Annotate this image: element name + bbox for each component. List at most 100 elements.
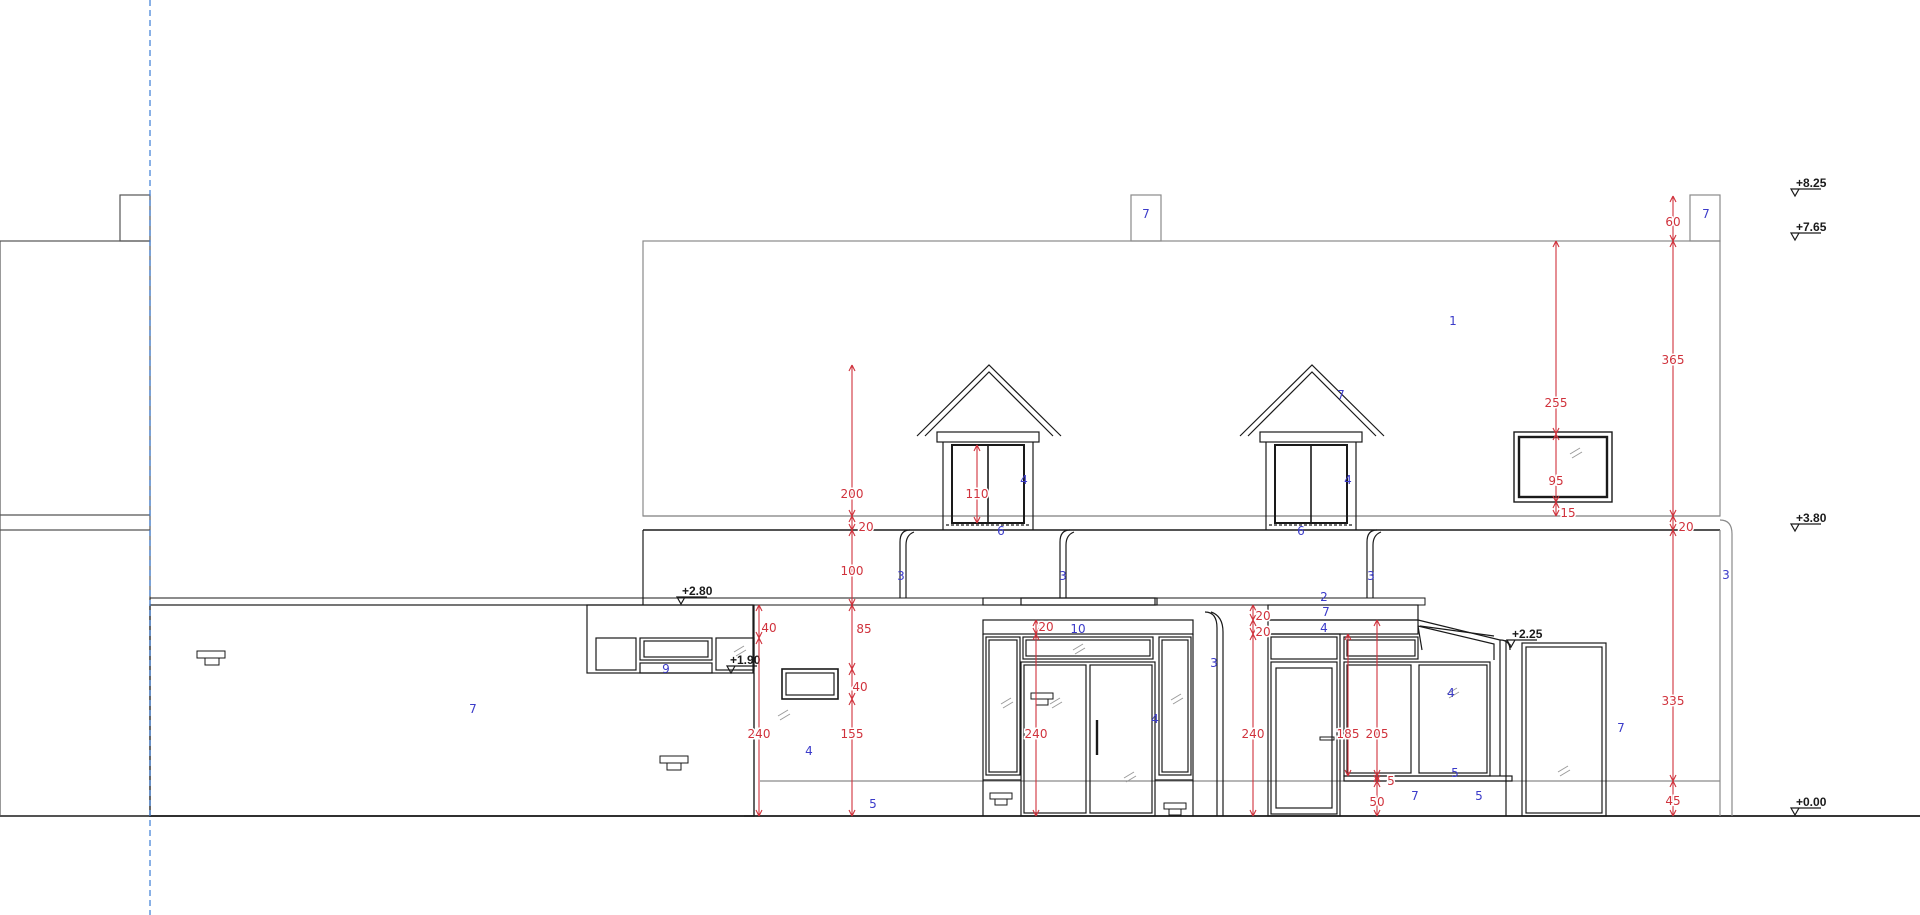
- dimension-line: 60: [1664, 195, 1682, 242]
- dimension-label: 200: [841, 487, 864, 501]
- dimension-label: 20: [1255, 609, 1270, 623]
- lean-to-roof-strip: [149, 597, 1426, 606]
- level-marker-7-65: +7.65: [1789, 220, 1827, 242]
- dimension-label: 255: [1545, 396, 1568, 410]
- dimension-arrow: [1552, 495, 1560, 503]
- dimension-line: 85: [848, 604, 873, 670]
- material-tag: 3: [1059, 569, 1067, 583]
- material-tag: 4: [1344, 473, 1352, 487]
- material-tag: 7: [1142, 207, 1150, 221]
- dimension-line: 20: [848, 515, 875, 536]
- dimension-label: 50: [1369, 795, 1384, 809]
- dimension-line: 110: [964, 444, 990, 524]
- dimension-arrow: [1669, 515, 1677, 523]
- dimension-label: 110: [966, 487, 989, 501]
- dimension-label: 15: [1560, 506, 1575, 520]
- dimension-arrow: [1669, 780, 1677, 788]
- dimension-arrow: [1669, 529, 1677, 537]
- dimension-label: 85: [856, 622, 871, 636]
- material-tag: 3: [1722, 568, 1730, 582]
- level-marker-0-00: +0.00: [1789, 795, 1827, 817]
- dimension-line: 45: [1664, 780, 1682, 817]
- dimension-line: 205: [1364, 619, 1390, 777]
- material-tag: 3: [1367, 569, 1375, 583]
- dimension-arrow: [1249, 619, 1257, 627]
- level-marker-1-90: +1.90: [725, 653, 761, 675]
- dimension-arrow: [1032, 627, 1040, 635]
- brick-symbols: [196, 650, 1187, 816]
- level-label: +8.25: [1796, 176, 1827, 190]
- material-tag: 4: [805, 744, 813, 758]
- level-marker-2-25: +2.25: [1505, 627, 1543, 649]
- level-marker-2-80: +2.80: [675, 584, 713, 606]
- dimension-label: 95: [1548, 474, 1563, 488]
- dimension-arrow: [1249, 613, 1257, 621]
- small-window: [781, 668, 839, 700]
- chimney-left: [1130, 194, 1162, 242]
- dimension-arrow: [1552, 433, 1560, 441]
- dimension-line: 15: [1552, 501, 1577, 522]
- dimension-arrow: [973, 516, 981, 524]
- dimension-label: 45: [1665, 794, 1680, 808]
- material-tag: 6: [1297, 524, 1305, 538]
- dimension-arrow: [755, 604, 763, 612]
- dimension-arrow: [1032, 619, 1040, 627]
- dimension-arrow: [1669, 234, 1677, 242]
- front-door: [1020, 661, 1156, 817]
- dimension-arrow: [848, 809, 856, 817]
- material-tag: 7: [1617, 721, 1625, 735]
- material-tag: 7: [1702, 207, 1710, 221]
- dimension-arrow: [1373, 619, 1381, 627]
- level-label: +2.80: [682, 584, 713, 598]
- dormer-right: [1239, 364, 1385, 530]
- dimension-arrow: [1669, 523, 1677, 531]
- dimension-arrow: [1373, 809, 1381, 817]
- level-label: +7.65: [1796, 220, 1827, 234]
- material-tag: 5: [1475, 789, 1483, 803]
- dimension-arrow: [973, 444, 981, 452]
- material-tag: 5: [869, 797, 877, 811]
- level-marker-8-25: +8.25: [1789, 176, 1827, 198]
- material-tag: 1: [1449, 314, 1457, 328]
- garden-wall: [149, 604, 755, 817]
- dimension-label: 240: [1025, 727, 1048, 741]
- dimension-arrow: [848, 523, 856, 531]
- dimension-arrow: [1669, 240, 1677, 248]
- dimension-arrow: [755, 637, 763, 645]
- dimension-lines: 6036520335452559515200201008540155402401…: [746, 195, 1695, 817]
- dimension-arrow: [1552, 501, 1560, 509]
- dimension-arrow: [848, 662, 856, 670]
- dimension-arrow: [1669, 774, 1677, 782]
- material-tag: 4: [1320, 621, 1328, 635]
- material-tag: 7: [1411, 789, 1419, 803]
- side-door: [1521, 642, 1607, 817]
- dimension-line: 155: [839, 698, 865, 817]
- dimension-arrow: [1032, 809, 1040, 817]
- downpipes: [899, 529, 1382, 816]
- dimension-arrow: [848, 364, 856, 372]
- dimension-arrow: [1249, 633, 1257, 641]
- dimension-arrow: [1249, 604, 1257, 612]
- dimension-line: 5: [1373, 773, 1396, 790]
- material-tag: 4: [1151, 712, 1159, 726]
- material-tag: 4: [1447, 686, 1455, 700]
- dimension-line: 20: [1669, 515, 1695, 536]
- material-tag: 4: [1020, 473, 1028, 487]
- dimension-arrow: [848, 692, 856, 700]
- dimension-arrow: [1249, 627, 1257, 635]
- dimension-arrow: [1552, 427, 1560, 435]
- neighbour-chimney: [119, 194, 151, 242]
- dimension-label: 365: [1662, 353, 1685, 367]
- dimension-line: 200: [839, 364, 865, 517]
- dimension-arrow: [755, 631, 763, 639]
- dimension-arrow: [848, 529, 856, 537]
- dimension-arrow: [848, 598, 856, 606]
- dimension-arrow: [755, 809, 763, 817]
- dimension-arrow: [1344, 769, 1352, 777]
- right-porch: [1267, 604, 1607, 817]
- dimension-label: 185: [1337, 727, 1360, 741]
- neighbour-building: [0, 240, 151, 817]
- dimension-line: 240: [1240, 633, 1266, 817]
- dimension-arrow: [1669, 195, 1677, 203]
